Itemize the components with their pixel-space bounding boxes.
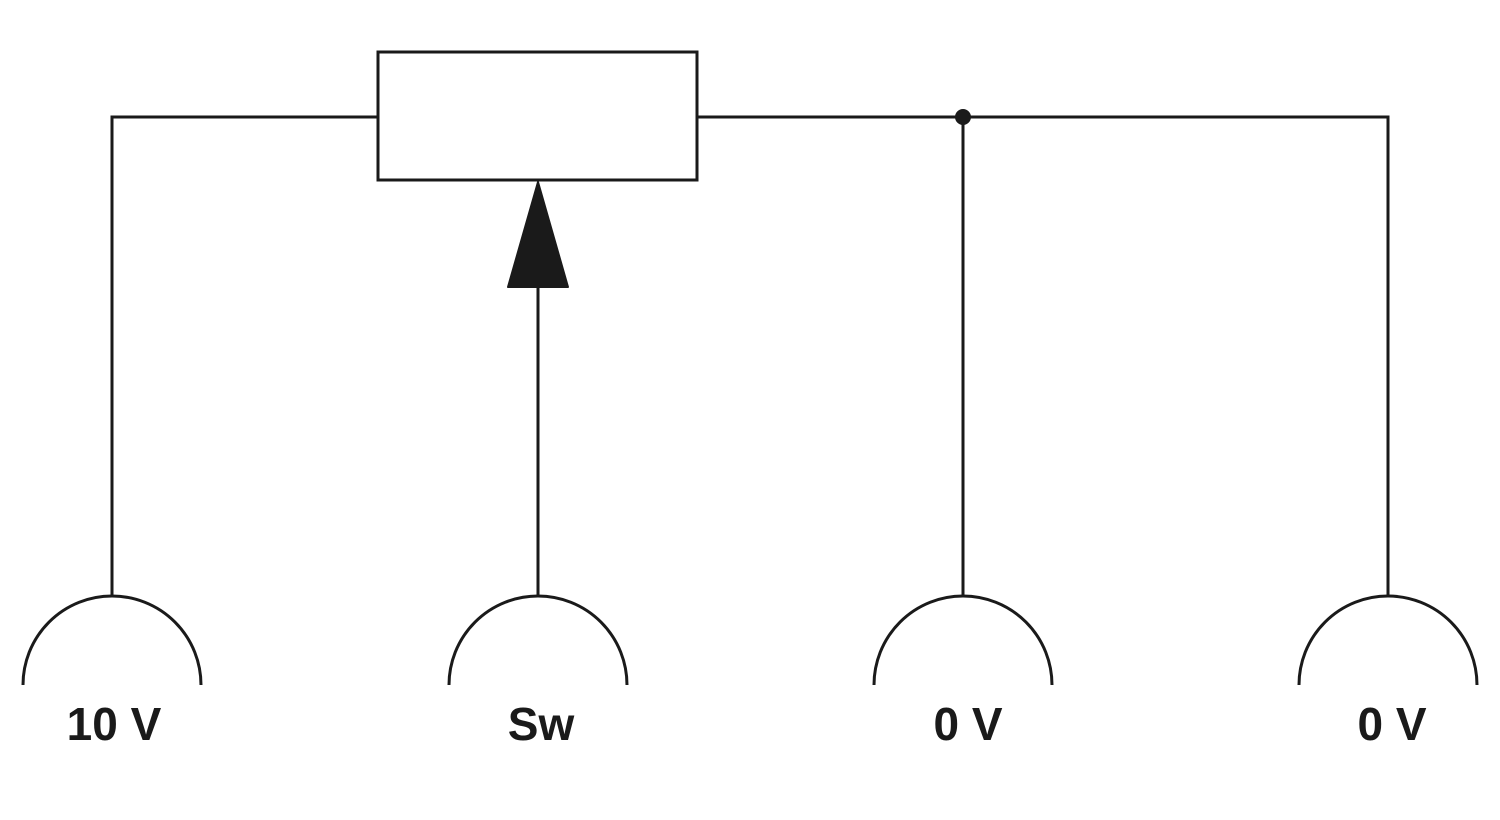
terminal-10v-arc bbox=[21, 594, 203, 686]
terminal-0v-b-label: 0 V bbox=[1357, 698, 1426, 750]
terminal-sw-label: Sw bbox=[508, 698, 575, 750]
terminal-0v-b-arc bbox=[1297, 594, 1479, 686]
terminal-0v-a-label: 0 V bbox=[933, 698, 1002, 750]
terminal-10v-label: 10 V bbox=[67, 698, 162, 750]
wire-10v-to-resistor bbox=[110, 115, 380, 597]
junction-dot bbox=[955, 109, 971, 125]
wiper-arrow-icon bbox=[507, 181, 569, 288]
resistor-body bbox=[376, 50, 699, 182]
terminal-0v-a-arc bbox=[872, 594, 1054, 686]
wire-resistor-to-0v bbox=[695, 115, 1390, 597]
terminal-sw-arc bbox=[447, 594, 629, 686]
